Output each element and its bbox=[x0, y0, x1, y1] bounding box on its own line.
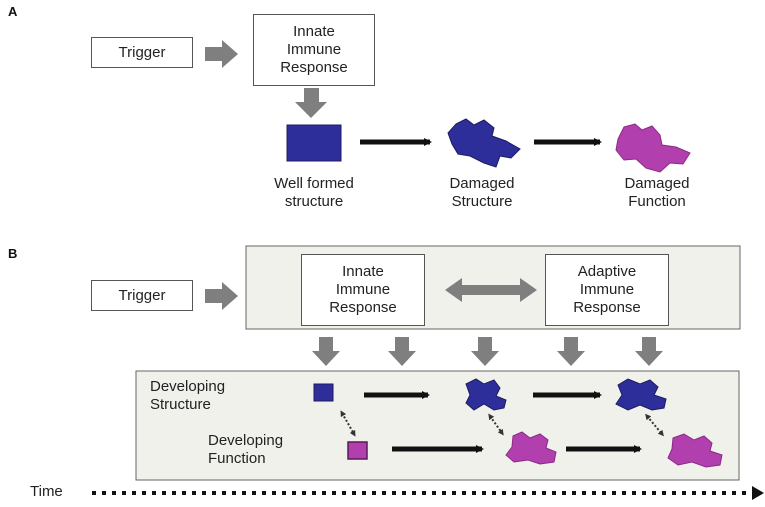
well-formed-structure-square bbox=[286, 124, 342, 162]
damaged-function-blob bbox=[615, 123, 691, 173]
trigger-label-b: Trigger bbox=[118, 286, 166, 304]
developing-structure-label: Developing Structure bbox=[150, 378, 226, 413]
trigger-label-a: Trigger bbox=[118, 43, 166, 61]
grey-down-arrow-3 bbox=[471, 337, 499, 366]
double-arrow-innate-adaptive bbox=[445, 278, 537, 302]
grey-down-arrow-4 bbox=[557, 337, 585, 366]
grey-arrow-innate-to-structure bbox=[295, 88, 327, 118]
damaged-structure-label: Damaged Structure bbox=[449, 175, 515, 210]
innate-immune-label-b: Innate Immune Response bbox=[329, 263, 397, 316]
innate-immune-label-a: Innate Immune Response bbox=[280, 23, 348, 76]
damaged-function-label: Damaged Function bbox=[624, 175, 690, 210]
developing-structure-square bbox=[313, 383, 334, 402]
structure-blob-3 bbox=[615, 378, 667, 411]
adaptive-immune-box: Adaptive Immune Response bbox=[545, 254, 669, 326]
trigger-box-a: Trigger bbox=[91, 37, 193, 68]
adaptive-immune-label: Adaptive Immune Response bbox=[573, 263, 641, 316]
developing-function-square bbox=[347, 441, 368, 460]
panel-b-label: B bbox=[8, 246, 18, 261]
time-axis-arrowhead bbox=[752, 486, 764, 500]
grey-down-arrow-5 bbox=[635, 337, 663, 366]
dotted-link-2 bbox=[488, 413, 504, 436]
well-formed-structure-label: Well formed structure bbox=[274, 175, 354, 210]
function-blob-3 bbox=[667, 433, 723, 468]
damaged-structure-blob bbox=[447, 118, 521, 168]
time-label: Time bbox=[30, 483, 63, 500]
panel-a-label: A bbox=[8, 4, 18, 19]
structure-blob-2 bbox=[465, 378, 507, 411]
grey-arrow-trigger-to-innate-b bbox=[205, 282, 238, 310]
innate-immune-box-b: Innate Immune Response bbox=[301, 254, 425, 326]
grey-arrow-trigger-to-innate-a bbox=[205, 40, 238, 68]
grey-down-arrows bbox=[312, 337, 663, 366]
dotted-link-1 bbox=[340, 410, 356, 437]
grey-down-arrow-1 bbox=[312, 337, 340, 366]
grey-down-arrow-2 bbox=[388, 337, 416, 366]
function-blob-2 bbox=[505, 431, 557, 465]
trigger-box-b: Trigger bbox=[91, 280, 193, 311]
innate-immune-box-a: Innate Immune Response bbox=[253, 14, 375, 86]
developing-function-label: Developing Function bbox=[208, 432, 284, 467]
